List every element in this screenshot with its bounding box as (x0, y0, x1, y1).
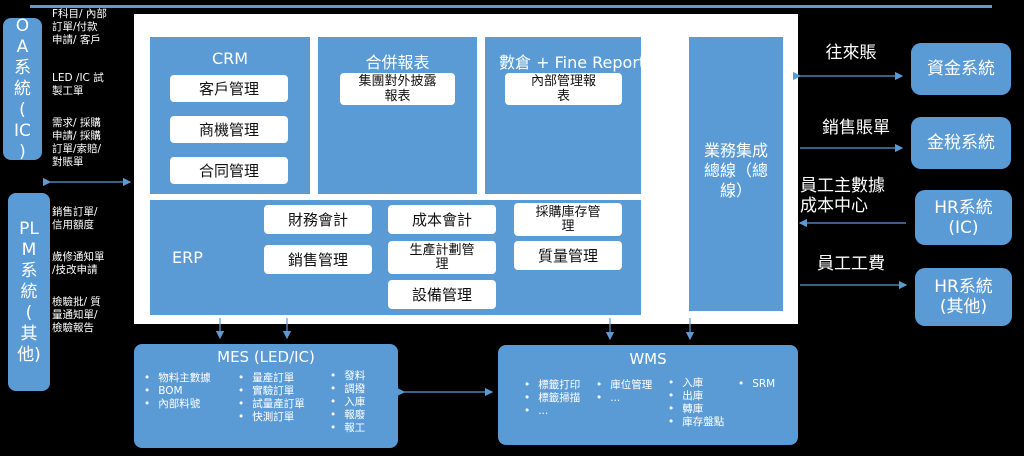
plm-system-box: PL M 系 統 ( 其 他) (8, 193, 50, 391)
oa-char: 系 (14, 57, 31, 78)
list-item: 發料 (330, 370, 365, 383)
list-item: 快測訂單 (238, 411, 305, 424)
list-item: 入庫 (330, 396, 365, 409)
oa-system-box: O A 系 統 ( IC ) (3, 15, 42, 162)
plm-note-2: 歲修通知單 /技改申請 (52, 251, 105, 276)
oa-char: A (16, 36, 29, 57)
plm-char: PL (19, 218, 39, 239)
wms-list-3: 入庫 出庫 轉庫 庫存盤點 (668, 377, 724, 429)
label-employee-cost: 員工工費 (817, 254, 885, 274)
list-item: 調撥 (330, 383, 365, 396)
mes-title: MES (LED/IC) (217, 348, 315, 366)
mes-list-2: 量產訂單 實驗訂單 試量產訂單 快測訂單 (238, 372, 305, 424)
oa-note-3: 需求/ 採購 申請/ 採購 訂單/索賠/ 對賬單 (52, 117, 102, 168)
label-sales-invoice: 銷售賬單 (822, 118, 890, 138)
oa-note-2: LED /IC 試 製工單 (52, 72, 104, 97)
oa-char: 統 (14, 78, 31, 99)
list-item: ... (596, 392, 652, 405)
crm-title: CRM (211, 49, 249, 68)
oa-note-1: F科目/ 內部 訂單/付款 申請/ 客戶 (52, 8, 107, 46)
top-accent-line (30, 5, 992, 8)
warehouse-title: 數倉 + Fine Report (499, 53, 641, 72)
erp-financial-accounting: 財務會計 (264, 205, 372, 234)
erp-production-planning: 生產計劃管 理 (388, 241, 496, 274)
treasury-system: 資金系統 (911, 43, 1011, 95)
plm-char: 系 (20, 260, 38, 281)
mes-list-1: 物料主數據 BOM 內部料號 (144, 372, 211, 411)
list-item: 實驗訂單 (238, 385, 305, 398)
erp-title: ERP (172, 248, 203, 267)
list-item: BOM (144, 385, 211, 398)
oa-char: ( (19, 99, 26, 120)
mes-box: MES (LED/IC) 物料主數據 BOM 內部料號 量產訂單 實驗訂單 試量… (134, 344, 398, 448)
integration-bus-label: 業務集成 總線（總 線） (703, 141, 768, 200)
list-item: 試量產訂單 (238, 398, 305, 411)
list-item: 報廢 (330, 409, 365, 422)
mes-list-3: 發料 調撥 入庫 報廢 報工 (330, 370, 365, 435)
list-item: 出庫 (668, 390, 724, 403)
consolidated-report-box: 合併報表 集團對外披露 報表 (318, 37, 477, 194)
list-item: 內部料號 (144, 398, 211, 411)
internal-management-report: 內部管理報 表 (505, 73, 622, 105)
plm-char: ( (25, 302, 33, 323)
erp-equipment-management: 設備管理 (388, 280, 496, 309)
consolidated-title: 合併報表 (365, 53, 430, 72)
wms-list-4: SRM (738, 378, 775, 391)
crm-box: CRM 客戶管理 商機管理 合同管理 (150, 37, 310, 194)
list-item: ... (524, 405, 580, 418)
list-item: 庫位管理 (596, 379, 652, 392)
plm-char: 其 (20, 323, 38, 344)
oa-char: IC (14, 120, 31, 141)
list-item: 轉庫 (668, 403, 724, 416)
list-item: 報工 (330, 422, 365, 435)
data-warehouse-box: 數倉 + Fine Report 內部管理報 表 (485, 37, 641, 194)
list-item: 標籤掃描 (524, 392, 580, 405)
list-item: 庫存盤點 (668, 416, 724, 429)
erp-purchase-inventory: 採購庫存管 理 (514, 203, 622, 236)
label-employee-master: 員工主數據 成本中心 (800, 176, 885, 216)
crm-opportunity-management: 商機管理 (170, 116, 288, 143)
plm-char: 統 (20, 281, 38, 302)
erp-quality-management: 質量管理 (514, 241, 622, 270)
erp-cost-accounting: 成本會計 (388, 205, 496, 234)
list-item: 標籤打印 (524, 379, 580, 392)
list-item: 入庫 (668, 377, 724, 390)
wms-title: WMS (629, 350, 667, 368)
plm-note-1: 銷售訂單/ 信用額度 (52, 206, 98, 231)
wms-list-2: 庫位管理 ... (596, 379, 652, 405)
oa-char: ) (19, 141, 26, 162)
hr-system-other: HR系統 (其他) (915, 268, 1012, 326)
list-item: SRM (738, 378, 775, 391)
integration-bus-box: 業務集成 總線（總 線） (689, 37, 783, 311)
label-receivables: 往來賬 (825, 43, 877, 63)
tax-system: 金稅系統 (911, 117, 1011, 169)
group-disclosure-report: 集團對外披露 報表 (340, 73, 455, 105)
wms-box: WMS 標籤打印 標籤掃描 ... 庫位管理 ... 入庫 出庫 轉庫 庫存盤點… (498, 345, 798, 445)
hr-system-ic: HR系統 (IC) (915, 190, 1012, 245)
crm-contract-management: 合同管理 (170, 157, 288, 184)
list-item: 量產訂單 (238, 372, 305, 385)
wms-list-1: 標籤打印 標籤掃描 ... (524, 379, 580, 418)
erp-sales-management: 銷售管理 (264, 245, 372, 274)
plm-char: 他) (17, 344, 41, 365)
crm-customer-management: 客戶管理 (170, 75, 288, 102)
plm-note-3: 檢驗批/ 質 量通知單/ 檢驗報告 (52, 296, 101, 334)
list-item: 物料主數據 (144, 372, 211, 385)
plm-char: M (21, 239, 37, 260)
erp-box: ERP 財務會計 成本會計 採購庫存管 理 銷售管理 生產計劃管 理 質量管理 … (150, 200, 641, 315)
oa-char: O (15, 15, 30, 36)
